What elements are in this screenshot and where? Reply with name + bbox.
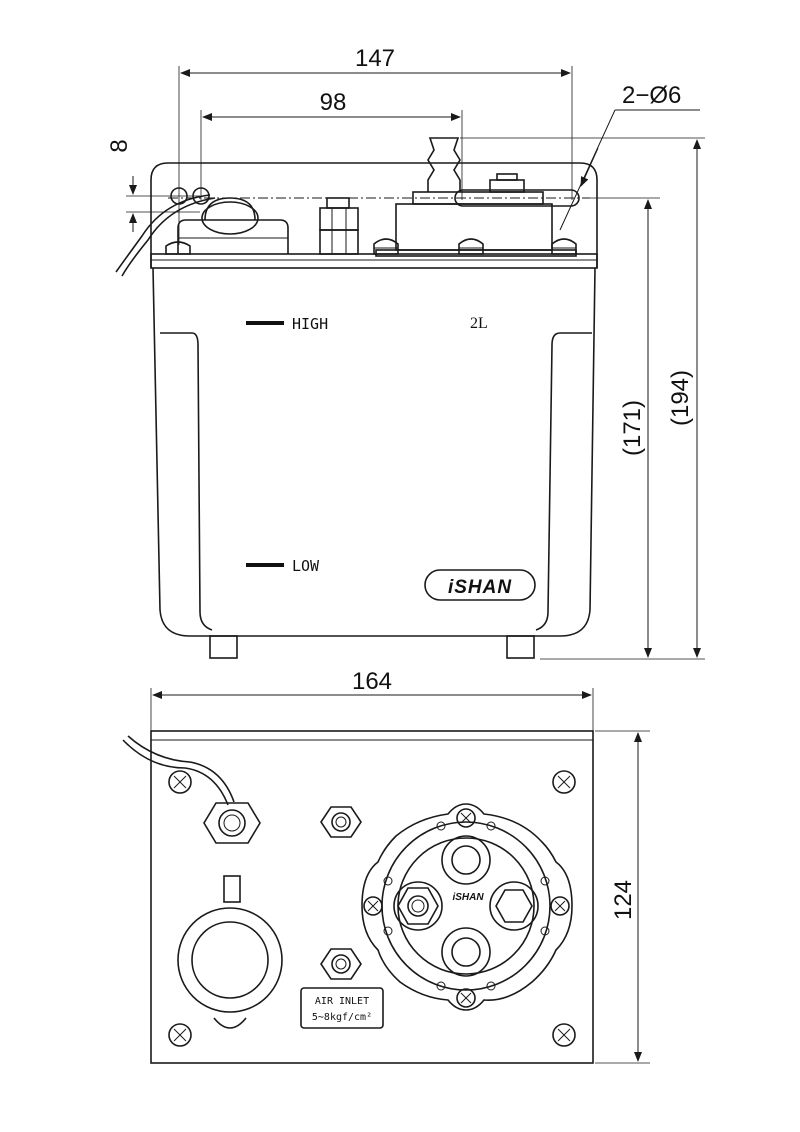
brand-logo: iSHAN xyxy=(424,569,536,601)
dimension-label-98: 98 xyxy=(320,89,347,116)
pump-screw-right xyxy=(550,896,570,916)
pump-brand-text: iSHAN xyxy=(452,892,484,903)
filler-cap-top xyxy=(177,875,283,1029)
pump-screw-bottom xyxy=(456,988,476,1008)
pump-screw-left xyxy=(363,896,383,916)
tank-inner-left xyxy=(160,332,213,631)
dimension-holes-leader: 2−Ø6 xyxy=(559,82,700,231)
pump-head-top: iSHAN xyxy=(361,803,573,1011)
air-fitting xyxy=(319,197,359,255)
port-left xyxy=(393,881,443,931)
corner-screws xyxy=(168,770,576,1047)
tank-body xyxy=(152,267,596,637)
foot-left xyxy=(209,635,238,659)
pump-screw-top xyxy=(456,808,476,828)
foot-right xyxy=(506,635,535,659)
sensor-cable-top xyxy=(122,739,229,806)
filler-cap xyxy=(177,197,289,254)
dimension-base-width: 164 xyxy=(150,668,594,732)
base-plate xyxy=(150,730,594,1064)
screw-bottom-right xyxy=(552,1023,576,1047)
dimension-label-164: 164 xyxy=(352,668,392,695)
dimension-label-194: (194) xyxy=(667,370,694,426)
tank-inner-right xyxy=(535,332,592,631)
air-inlet-label-box: AIR INLET 5∼8kgf/cm² xyxy=(300,987,384,1029)
dimension-label-147: 147 xyxy=(355,45,395,72)
mounting-bracket xyxy=(150,162,598,268)
dimension-width-holes: 98 xyxy=(200,89,463,200)
brand-logo-text: iSHAN xyxy=(448,577,512,598)
dimension-label-171: (171) xyxy=(619,400,646,456)
front-view: 147 98 8 2−Ø6 (171) xyxy=(106,45,705,660)
air-inlet-label: AIR INLET xyxy=(315,996,369,1007)
dimension-width-total: 147 xyxy=(178,45,573,245)
dimension-label-124: 124 xyxy=(610,880,637,920)
pump-block xyxy=(375,137,577,257)
level-low-label: LOW xyxy=(292,557,320,575)
port-bottom xyxy=(441,927,491,977)
dimension-height-total: (194) xyxy=(460,137,705,658)
sensor-cable xyxy=(121,197,216,277)
dimension-plate-thickness: 8 xyxy=(106,139,200,232)
capacity-label: 2L xyxy=(470,315,488,332)
port-right xyxy=(489,881,539,931)
top-view: 164 124 xyxy=(122,668,650,1064)
screw-top-left xyxy=(168,770,192,794)
air-inlet-pressure: 5∼8kgf/cm² xyxy=(312,1012,372,1023)
level-high-label: HIGH xyxy=(292,315,328,333)
cable-gland xyxy=(203,802,261,844)
port-top xyxy=(441,835,491,885)
dimension-label-holes: 2−Ø6 xyxy=(622,82,681,109)
mounting-hole-left-2 xyxy=(192,187,210,205)
air-inlet-fitting xyxy=(320,948,362,980)
lid-screws xyxy=(165,238,577,255)
screw-top-right xyxy=(552,770,576,794)
small-fitting xyxy=(320,806,362,838)
dimension-height-body: (171) xyxy=(540,197,705,660)
screw-bottom-left xyxy=(168,1023,192,1047)
dimension-base-depth: 124 xyxy=(595,730,650,1064)
dimension-label-8: 8 xyxy=(106,139,133,152)
